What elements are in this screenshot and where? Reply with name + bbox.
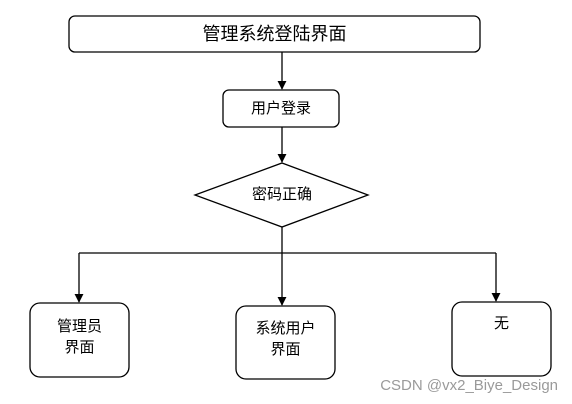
password-check-text: 密码正确 — [251, 185, 312, 203]
system-user-box — [235, 305, 336, 380]
title-text: 管理系统登陆界面 — [202, 24, 347, 45]
watermark: CSDN @vx2_Biye_Design — [380, 377, 558, 394]
admin-text-line2: 界面 — [64, 338, 95, 356]
system-user-text-line1: 系统用户 — [255, 319, 316, 337]
user-login-box — [222, 89, 340, 128]
admin-text: 管理员 界面 — [30, 316, 129, 358]
admin-box — [29, 302, 130, 378]
admin-text-line1: 管理员 — [56, 317, 102, 335]
system-user-text: 系统用户 界面 — [236, 318, 335, 360]
none-text: 无 — [493, 314, 509, 332]
title-box — [68, 15, 481, 53]
user-login-text: 用户登录 — [250, 99, 311, 117]
system-user-text-line2: 界面 — [270, 340, 301, 358]
none-box — [451, 301, 552, 377]
